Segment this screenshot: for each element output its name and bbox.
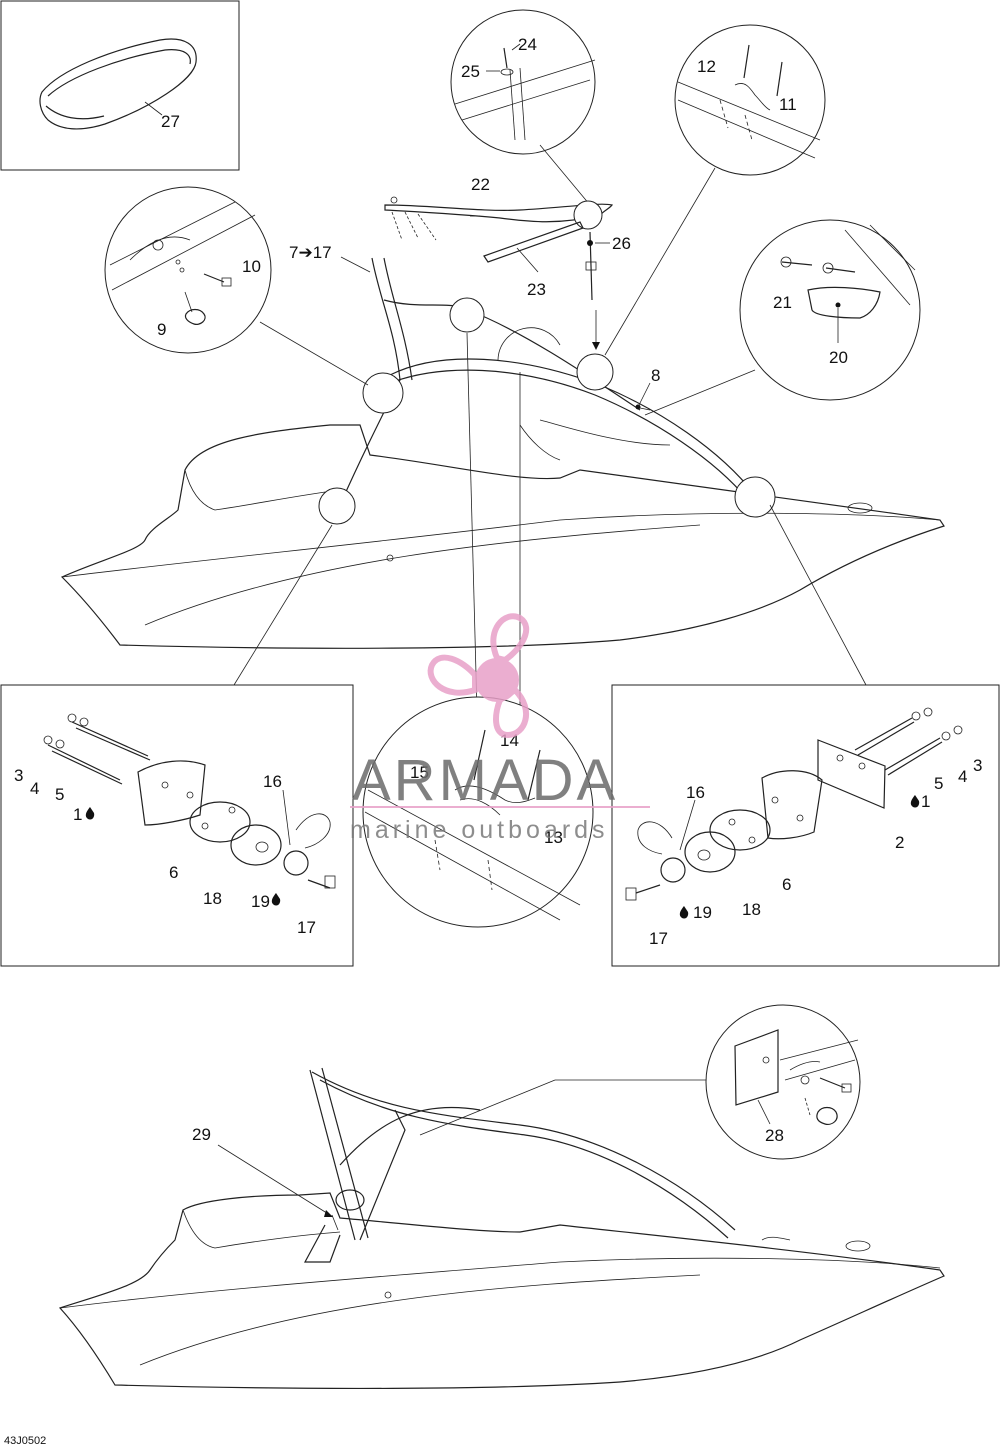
callout-20: 20: [829, 348, 848, 367]
callout-12: 12: [697, 57, 716, 76]
right-mount-detail-box: 16 3 4 5 1 2 6 18 19 17: [611, 504, 1000, 967]
bimini-parts-22-23-26: 22 23 26: [384, 175, 631, 350]
callout-left-5: 5: [55, 785, 64, 804]
propeller-blade-icon: [490, 613, 530, 664]
watermark: ARMADA marine outboards: [350, 613, 650, 844]
callout-29: 29: [192, 1125, 211, 1144]
callout-25: 25: [461, 62, 480, 81]
detail-circle-9-10: 10 9: [104, 186, 369, 386]
callout-10: 10: [242, 257, 261, 276]
callout-left-1: 1: [73, 805, 82, 824]
callout-22: 22: [471, 175, 490, 194]
callout-23: 23: [527, 280, 546, 299]
callout-right-6: 6: [782, 875, 791, 894]
callout-right-19: 19: [693, 903, 712, 922]
callout-24: 24: [518, 35, 537, 54]
left-mount-detail-box: 16 3 4 5 1 6 18 19 17: [0, 524, 354, 967]
watermark-subtitle: marine outboards: [350, 816, 609, 844]
callout-13: 13: [544, 828, 563, 847]
callout-left-16: 16: [263, 772, 282, 791]
callout-left-4: 4: [30, 779, 39, 798]
callout-right-18: 18: [742, 900, 761, 919]
callout-28: 28: [765, 1126, 784, 1145]
callout-right-2: 2: [895, 833, 904, 852]
propeller-hub-icon: [475, 658, 519, 702]
cushion-detail-box: 27: [0, 0, 240, 171]
callout-21: 21: [773, 293, 792, 312]
callout-8: 8: [651, 366, 660, 385]
boat-bottom-view: 29: [58, 1067, 945, 1390]
callout-left-3: 3: [14, 766, 23, 785]
callout-9: 9: [157, 320, 166, 339]
detail-circle-28: 28: [705, 1004, 861, 1160]
callout-right-17: 17: [649, 929, 668, 948]
callout-left-17: 17: [297, 918, 316, 937]
callout-left-6: 6: [169, 863, 178, 882]
callout-right-4: 4: [958, 767, 967, 786]
detail-circle-11-12: 12 11: [604, 24, 826, 356]
callout-11: 11: [779, 95, 797, 114]
callout-right-3: 3: [973, 756, 982, 775]
watermark-title: ARMADA: [352, 748, 618, 813]
callout-7-to-17: 7➔17: [289, 243, 332, 262]
callout-left-19: 19: [251, 892, 270, 911]
callout-27: 27: [161, 112, 180, 131]
callout-left-18: 18: [203, 889, 222, 908]
callout-right-16: 16: [686, 783, 705, 802]
callout-right-5: 5: [934, 774, 943, 793]
callout-26: 26: [612, 234, 631, 253]
detail-circle-24-25: 24 25: [450, 9, 596, 206]
diagram-reference: 43J0502: [4, 1435, 46, 1447]
callout-15: 15: [410, 763, 429, 782]
callout-right-1: 1: [921, 792, 930, 811]
boat-top-view: [60, 257, 945, 649]
detail-circle-20-21: 21 20: [644, 219, 921, 416]
